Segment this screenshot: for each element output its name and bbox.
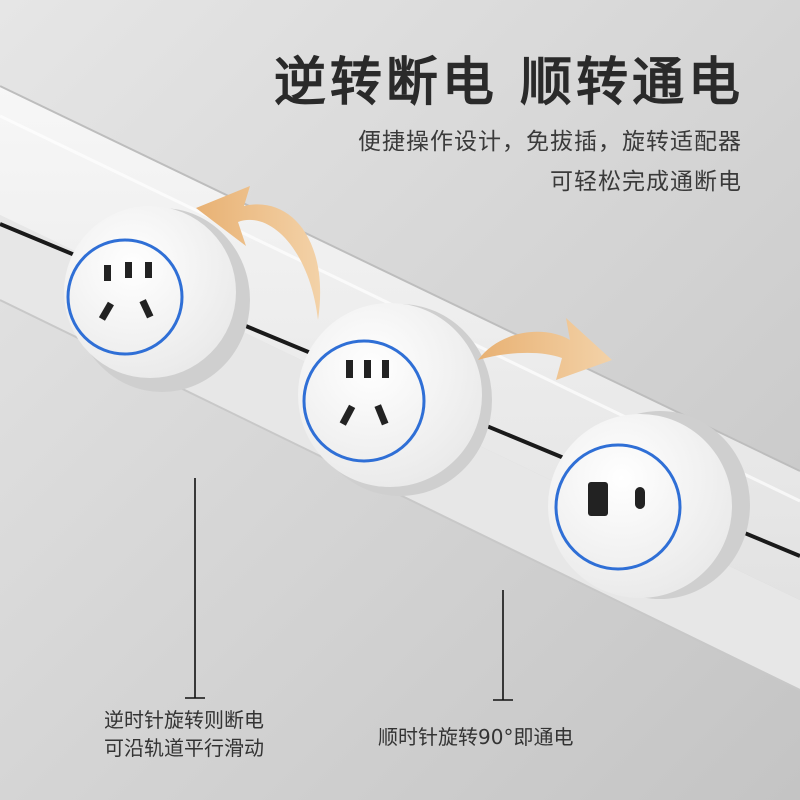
caption-left-line-1: 逆时针旋转则断电	[104, 708, 264, 732]
socket-on	[548, 411, 750, 599]
caption-left: 逆时针旋转则断电 可沿轨道平行滑动	[104, 706, 264, 762]
usb-a-port-icon	[588, 482, 608, 516]
socket-middle	[298, 303, 492, 496]
rotate-arrow-icon	[196, 186, 321, 320]
outlet-three-pin-icon	[339, 360, 389, 426]
usb-c-port-icon	[635, 487, 645, 509]
subtitle-line-2: 可轻松完成通断电	[550, 169, 742, 195]
caption-left-line-2: 可沿轨道平行滑动	[104, 736, 264, 760]
headline: 逆转断电 顺转通电	[273, 53, 744, 113]
outlet-three-pin-icon	[98, 262, 154, 321]
rotate-arrow-icon	[478, 318, 612, 380]
socket-off	[64, 206, 250, 392]
leader-line-left	[185, 478, 205, 699]
caption-right: 顺时针旋转90°即通电	[378, 725, 574, 749]
leader-line-right	[493, 590, 513, 701]
subtitle-line-1: 便捷操作设计，免拔插，旋转适配器	[358, 129, 742, 155]
